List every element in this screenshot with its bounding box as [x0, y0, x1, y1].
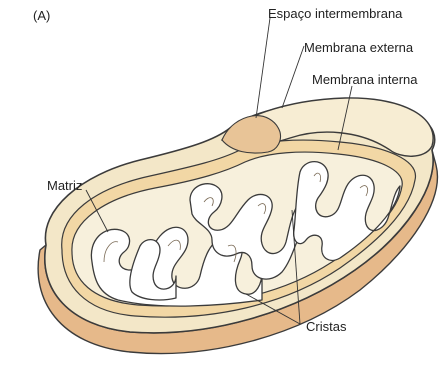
label-matrix: Matriz [47, 178, 82, 193]
leader-outer-membrane [282, 46, 304, 108]
label-inner-membrane: Membrana interna [312, 72, 418, 87]
leader-intermembrane-space [256, 18, 270, 118]
label-cristae: Cristas [306, 319, 347, 334]
outer-membrane-fold [222, 116, 281, 153]
label-outer-membrane: Membrana externa [304, 40, 414, 55]
label-intermembrane-space: Espaço intermembrana [268, 6, 403, 21]
panel-letter: (A) [33, 8, 50, 23]
